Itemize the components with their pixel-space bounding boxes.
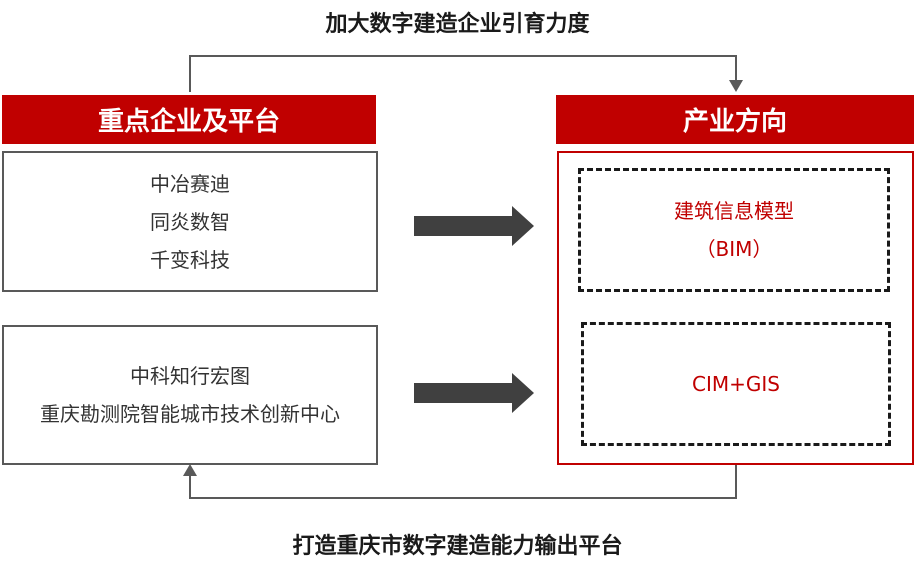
bim-box: 建筑信息模型 （BIM） <box>578 168 890 292</box>
bottom-caption: 打造重庆市数字建造能力输出平台 <box>292 534 623 559</box>
top-connector-line <box>189 55 737 92</box>
enterprise-name: 重庆勘测院智能城市技术创新中心 <box>40 402 340 426</box>
bim-abbr: （BIM） <box>695 237 773 261</box>
cim-gis-label: CIM+GIS <box>692 372 780 396</box>
enterprise-name: 千变科技 <box>150 247 230 272</box>
cim-gis-box: CIM+GIS <box>581 322 891 446</box>
enterprise-box-2: 中科知行宏图 重庆勘测院智能城市技术创新中心 <box>2 325 378 465</box>
right-arrow-1 <box>414 206 534 246</box>
bim-title: 建筑信息模型 <box>674 199 794 223</box>
bottom-connector-line <box>189 465 737 499</box>
enterprise-name: 同炎数智 <box>150 209 230 234</box>
right-header: 产业方向 <box>556 95 914 144</box>
right-arrow-2 <box>414 373 534 413</box>
enterprise-name: 中冶赛迪 <box>150 171 230 196</box>
left-header: 重点企业及平台 <box>2 95 376 144</box>
top-connector-arrowhead <box>729 80 743 92</box>
enterprise-box-1: 中冶赛迪 同炎数智 千变科技 <box>2 151 378 292</box>
top-caption: 加大数字建造企业引育力度 <box>325 12 590 37</box>
bottom-connector-arrowhead <box>183 464 197 476</box>
industry-direction-box <box>557 151 914 465</box>
enterprise-name: 中科知行宏图 <box>130 364 250 388</box>
